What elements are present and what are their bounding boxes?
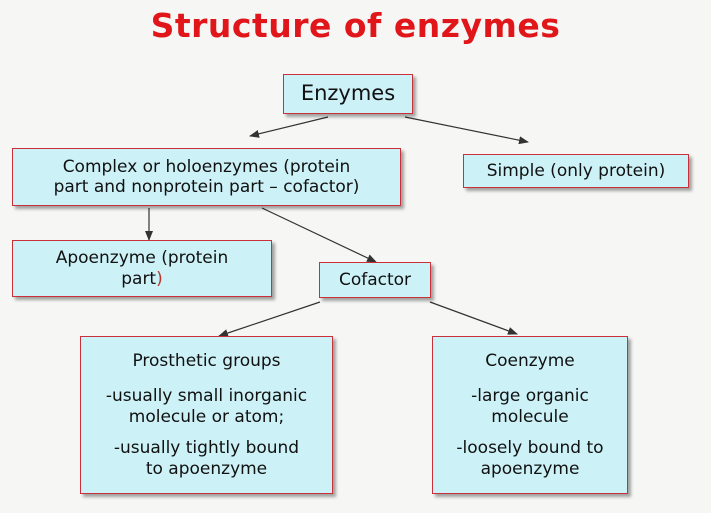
node-prosthetic-point2: -usually tightly bound to apoenzyme [114,438,299,479]
node-prosthetic-heading: Prosthetic groups [132,351,281,372]
node-prosthetic-point1-line2: molecule or atom; [128,406,285,427]
node-complex-holoenzymes: Complex or holoenzymes (protein part and… [12,148,401,206]
node-prosthetic-point2-line1: -usually tightly bound [113,438,300,459]
node-coenzyme-point2: -loosely bound to apoenzyme [456,438,603,479]
node-simple: Simple (only protein) [463,154,689,188]
arrow-complex-to-cofactor [261,207,377,263]
node-cofactor: Cofactor [319,262,431,298]
arrow-cofactor-to-prosthetic [218,301,321,337]
node-prosthetic-groups: Prosthetic groups -usually small inorgan… [80,336,333,494]
node-prosthetic-point1-line1: -usually small inorganic [105,386,308,407]
node-coenzyme-point2-line1: -loosely bound to [456,438,604,459]
node-coenzyme-point1-line1: -large organic [471,386,589,407]
diagram-title: Structure of enzymes [150,6,561,45]
node-prosthetic-point1: -usually small inorganic molecule or ato… [106,386,307,427]
node-enzymes: Enzymes [283,74,413,114]
node-complex-line2-wrap: part and nonprotein part – cofactor) [54,177,360,197]
node-coenzyme-point1-line2: molecule [491,406,569,427]
node-coenzyme: Coenzyme -large organic molecule -loosel… [432,336,628,494]
arrow-enzymes-to-simple [404,116,529,145]
arrow-cofactor-to-coenzyme [429,301,518,335]
node-apoenzyme-line1: Apoenzyme (protein [55,248,229,269]
node-enzymes-label: Enzymes [300,81,396,106]
node-cofactor-label: Cofactor [338,269,412,290]
node-apoenzyme-line2: part [121,268,157,289]
node-complex-line2: part and nonprotein part – cofactor [53,177,353,197]
node-apoenzyme-line2-end: ) [156,268,163,289]
node-apoenzyme-line2-wrap: part) [121,269,163,289]
node-coenzyme-point1: -large organic molecule [471,386,589,427]
node-prosthetic-point2-line2: to apoenzyme [145,458,268,479]
node-complex-line1: Complex or holoenzymes (protein [62,156,351,177]
node-complex-line2-end: ) [352,177,360,197]
node-apoenzyme: Apoenzyme (protein part) [12,240,272,297]
node-coenzyme-heading: Coenzyme [485,351,575,372]
node-coenzyme-point2-line2: apoenzyme [480,458,580,479]
node-simple-label: Simple (only protein) [486,160,666,181]
arrow-enzymes-to-complex [249,116,329,138]
